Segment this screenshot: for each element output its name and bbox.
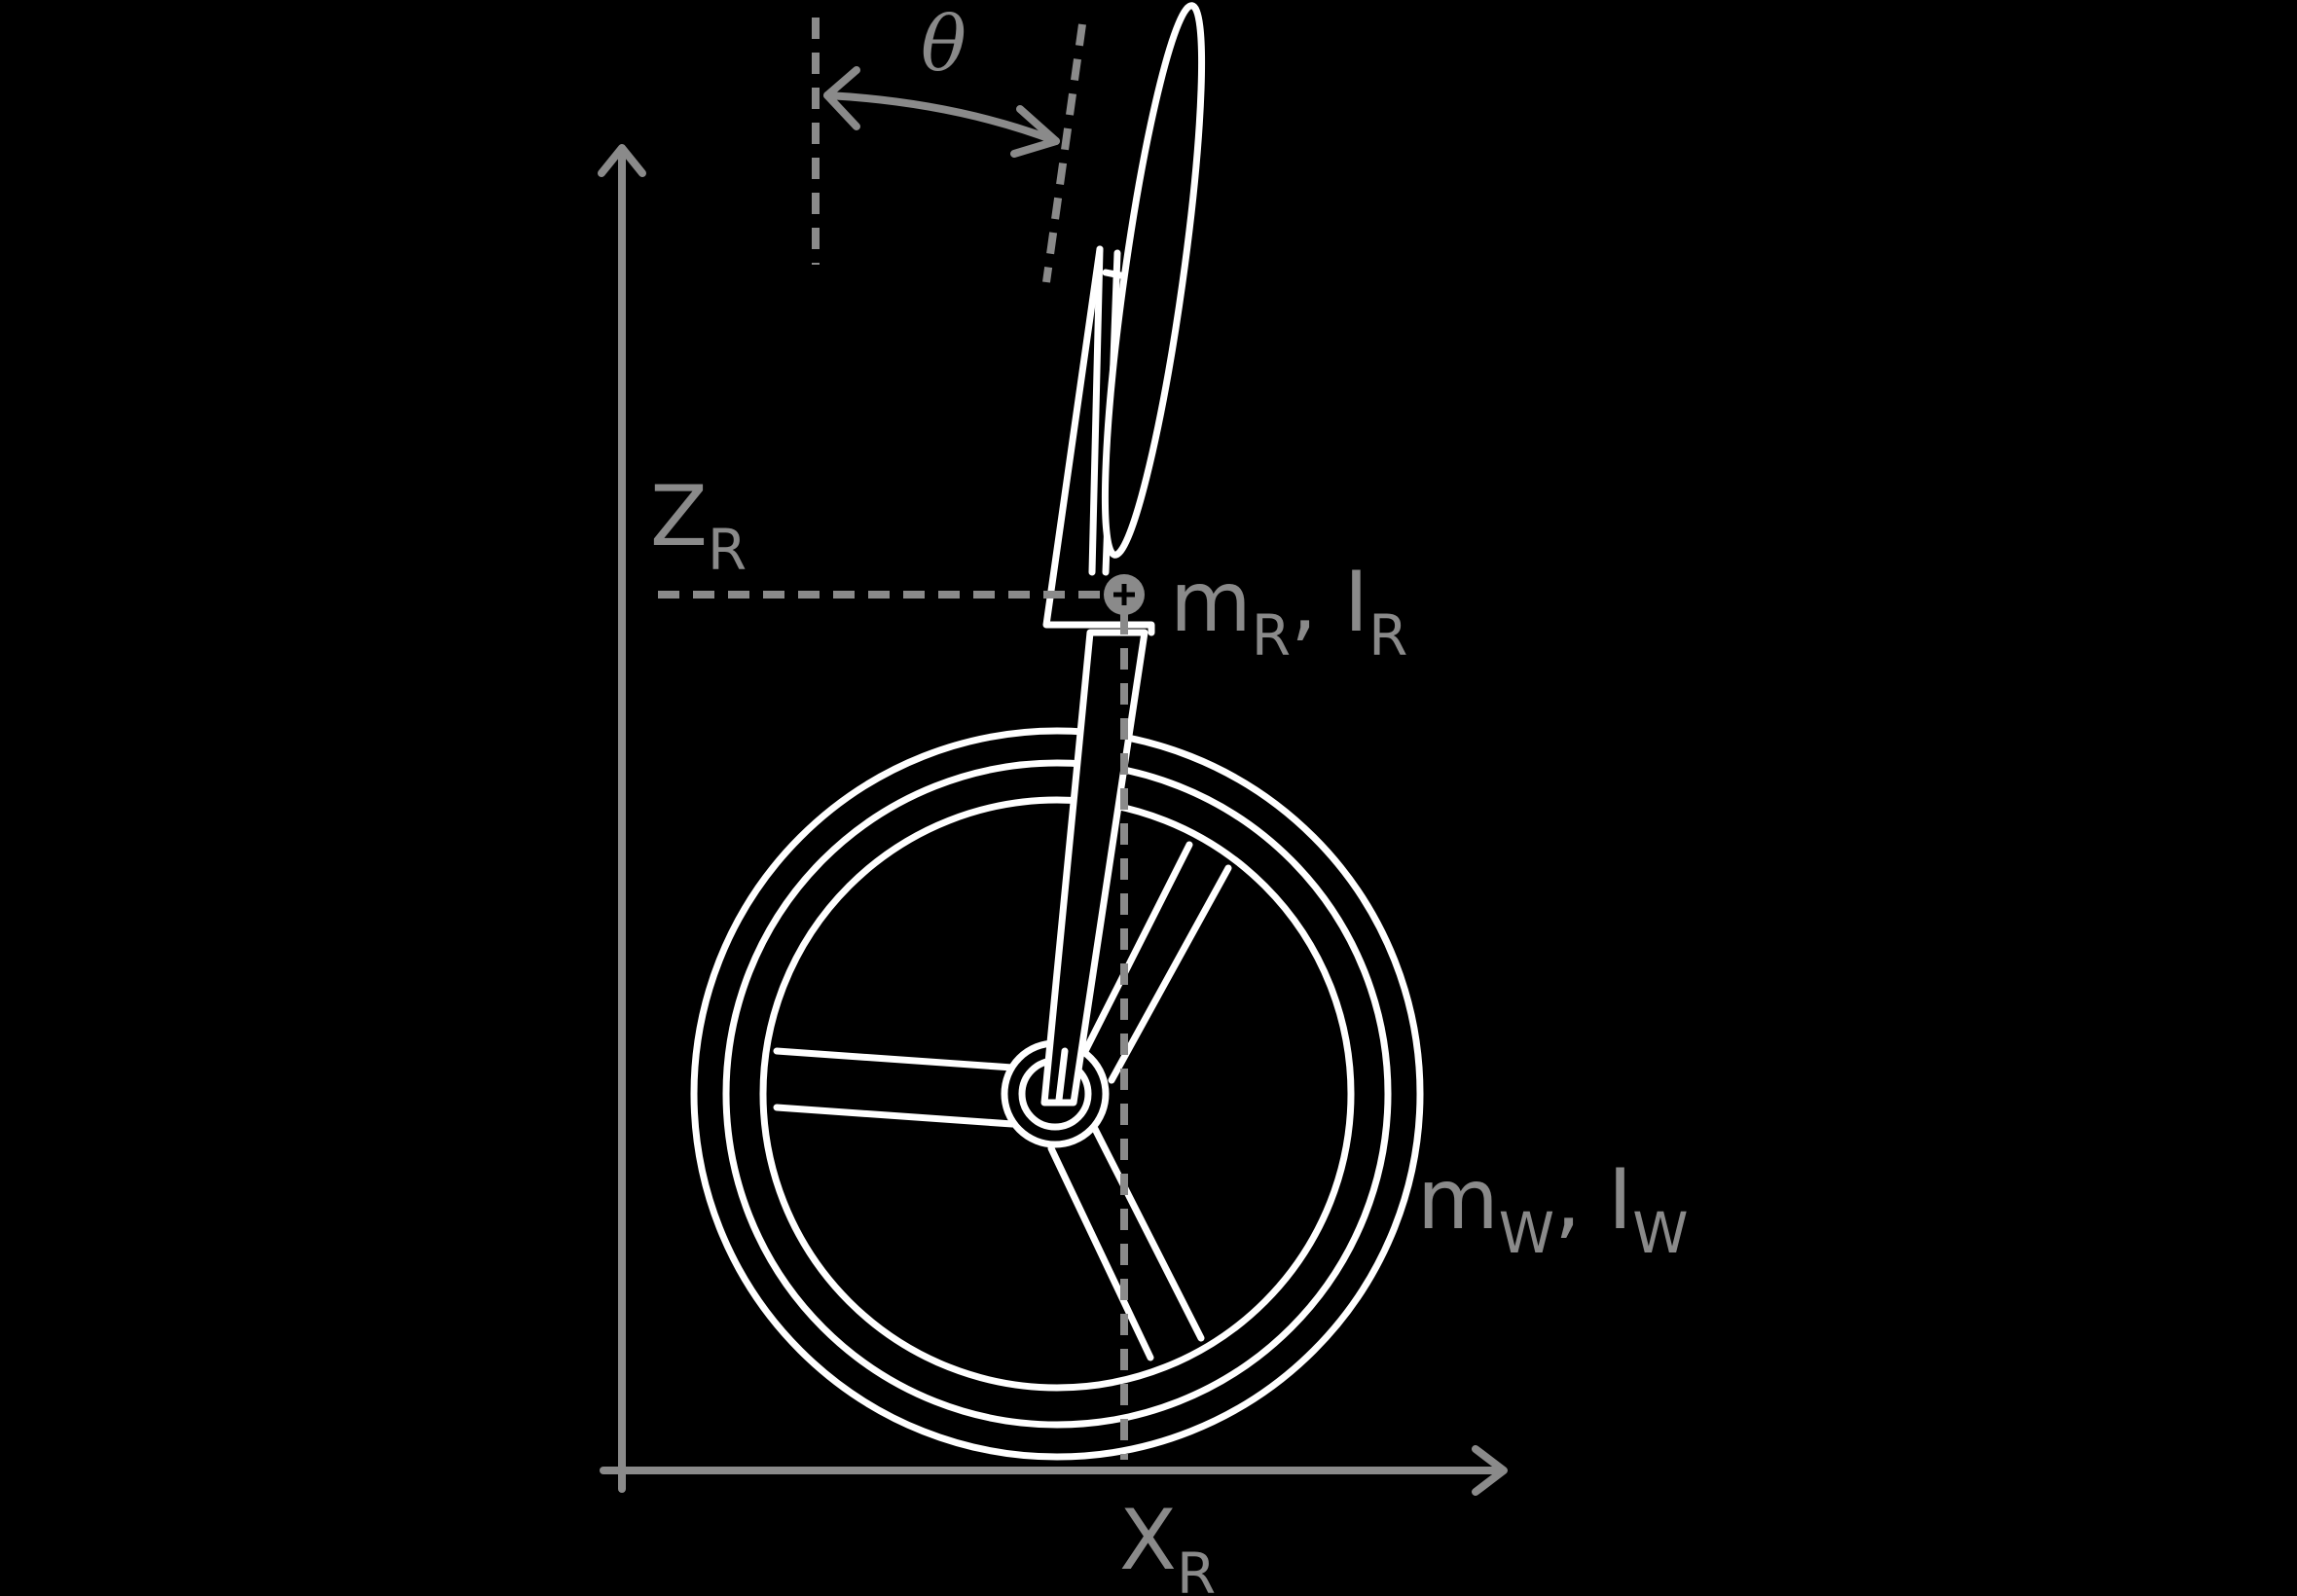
- theta-label: θ: [921, 1, 966, 89]
- wheel-spoke: [1091, 1125, 1205, 1342]
- rider-mass-inertia-label: mR, IR: [1170, 554, 1407, 669]
- wheel-spoke: [1047, 1144, 1154, 1361]
- wheel-spoke: [1108, 864, 1232, 1084]
- tilted-reference-line: [1042, 23, 1086, 283]
- coordinate-axes: [598, 144, 1508, 1496]
- rider-center-of-mass: [658, 574, 1145, 1460]
- wheel-spoke: [773, 1104, 1016, 1128]
- z-axis-arrowhead: [598, 144, 646, 177]
- theta-arc: [823, 91, 1060, 145]
- wheel-tire-middle: [722, 759, 1392, 1429]
- wheel-rim-inner: [759, 796, 1355, 1392]
- z-axis-label: ZR: [650, 468, 747, 583]
- x-axis-arrowhead: [1472, 1445, 1508, 1496]
- x-axis-label: XR: [1119, 1492, 1216, 1596]
- wheel-spoke: [1076, 841, 1193, 1065]
- wheel-tire-outer: [690, 727, 1424, 1461]
- wheel: [690, 727, 1424, 1461]
- theta-arrowhead-left: [823, 66, 860, 130]
- frame-offset-bracket: [1042, 245, 1155, 636]
- wheel-mass-inertia-label: mW, IW: [1417, 1151, 1689, 1266]
- wheel-spoke: [773, 1047, 1016, 1071]
- unicycle-frame: [1040, 245, 1170, 1106]
- angle-indicator: θ: [812, 1, 1086, 283]
- rider-body: [1101, 2, 1206, 559]
- seat-post: [1088, 245, 1104, 576]
- theta-arrowhead-right: [1010, 105, 1060, 158]
- axle-pin: [1055, 1047, 1069, 1104]
